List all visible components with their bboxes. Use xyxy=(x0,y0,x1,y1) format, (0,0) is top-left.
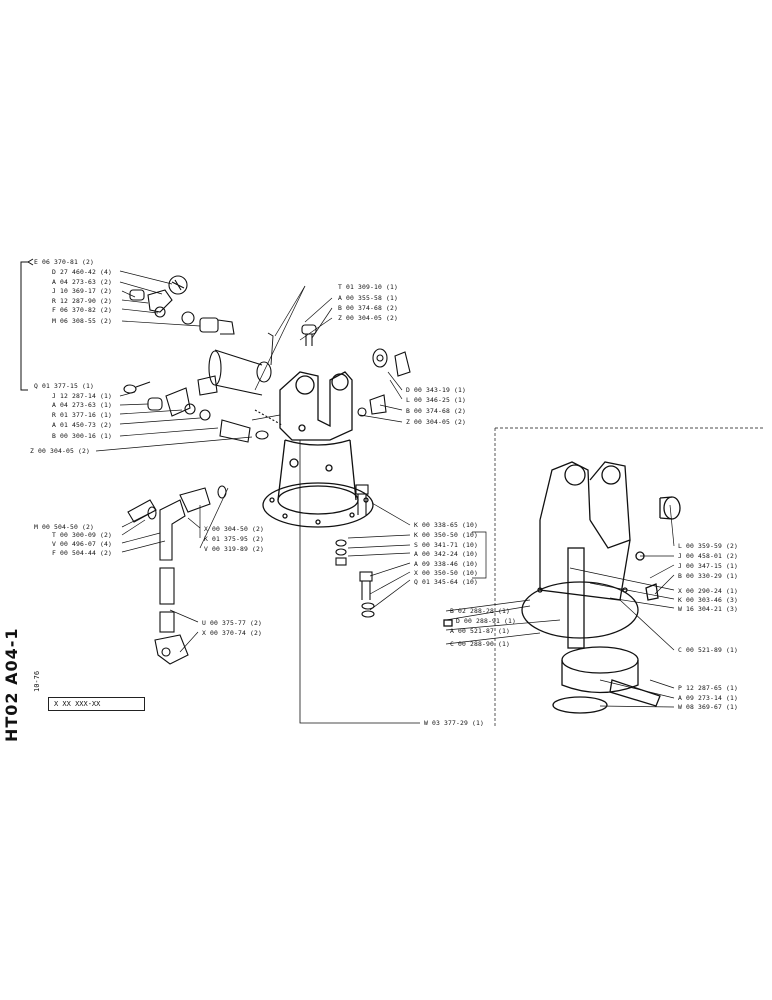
label-d-00-343-19: D 00 343-19 (1) xyxy=(406,386,466,394)
hose-fittings xyxy=(127,485,227,665)
label-j-12-287-14: J 12 287-14 (1) xyxy=(52,392,112,400)
label-e-06-370-81: E 06 370-81 (2) xyxy=(34,258,94,266)
label-a-09-338-46: A 09 338-46 (10) xyxy=(414,560,478,568)
label-a-00-342-24: A 00 342-24 (10) xyxy=(414,550,478,558)
label-f-00-504-44: F 00 504-44 (2) xyxy=(52,549,112,557)
mid-left-parts xyxy=(123,375,281,443)
label-d-27-460-42: D 27 460-42 (4) xyxy=(52,268,112,276)
label-z-00-304-05: Z 00 304-05 (2) xyxy=(30,447,90,455)
label-x-00-370-74: X 00 370-74 (2) xyxy=(202,629,262,637)
left-bracket-lines xyxy=(20,258,34,391)
label-m-06-308-55: M 06 308-55 (2) xyxy=(52,317,112,325)
label-b-00-374-68: B 00 374-68 (2) xyxy=(338,304,398,312)
main-swivel-housing xyxy=(262,371,374,528)
label-t-01-309-10: T 01 309-10 (1) xyxy=(338,283,398,291)
part-number-box: X XX XXX-XX xyxy=(48,697,145,711)
label-w-03-377-29: W 03 377-29 (1) xyxy=(424,719,484,727)
right-swivel-assembly xyxy=(443,461,681,714)
label-u-00-375-77: U 00 375-77 (2) xyxy=(202,619,262,627)
label-k-01-375-95: K 01 375-95 (2) xyxy=(204,535,264,543)
label-a-00-355-58: A 00 355-58 (1) xyxy=(338,294,398,302)
label-s-00-341-71: S 00 341-71 (10) xyxy=(414,541,478,549)
label-a-01-450-73: A 01 450-73 (2) xyxy=(52,421,112,429)
label-x-00-304-50: X 00 304-50 (2) xyxy=(204,525,264,533)
label-r-01-377-16: R 01 377-16 (1) xyxy=(52,411,112,419)
top-center-parts xyxy=(254,324,411,426)
label-a-09-273-14: A 09 273-14 (1) xyxy=(678,694,738,702)
label-m-00-504-50: M 00 504-50 (2) xyxy=(34,523,94,531)
label-l-00-359-59: L 00 359-59 (2) xyxy=(678,542,738,550)
label-z-00-304-05c: Z 00 304-05 (2) xyxy=(406,418,466,426)
label-q-01-377-15: Q 01 377-15 (1) xyxy=(34,382,94,390)
label-a-04-273-63: A 04 273-63 (2) xyxy=(52,278,112,286)
label-c-00-521-89: C 00 521-89 (1) xyxy=(678,646,738,654)
label-k-00-303-46: K 00 303-46 (3) xyxy=(678,596,738,604)
label-w-16-304-21: W 16 304-21 (3) xyxy=(678,605,738,613)
label-j-00-347-15: J 00 347-15 (1) xyxy=(678,562,738,570)
label-z-00-304-05b: Z 00 304-05 (2) xyxy=(338,314,398,322)
bolt-stack xyxy=(335,484,375,618)
label-q-01-345-64: Q 01 345-64 (10) xyxy=(414,578,478,586)
label-a-04-273-63b: A 04 273-63 (1) xyxy=(52,401,112,409)
label-t-00-300-09: T 00 300-09 (2) xyxy=(52,531,112,539)
label-w-08-369-67: W 08 369-67 (1) xyxy=(678,703,738,711)
label-f-06-370-82: F 06 370-82 (2) xyxy=(52,306,112,314)
sheet-code: HT02 A04-1 xyxy=(2,627,21,742)
label-k-00-338-65: K 00 338-65 (10) xyxy=(414,521,478,529)
label-d-00-288-91: D 00 288-91 (1) xyxy=(456,617,516,625)
label-x-00-350-50: X 00 350-50 (10) xyxy=(414,569,478,577)
label-k-00-350-50: K 00 350-50 (10) xyxy=(414,531,478,539)
label-b-00-374-68b: B 00 374-68 (2) xyxy=(406,407,466,415)
label-l-00-346-25: L 00 346-25 (1) xyxy=(406,396,466,404)
dashed-leaders xyxy=(494,427,765,728)
label-j-00-458-01: J 00 458-01 (2) xyxy=(678,552,738,560)
label-b-00-330-29: B 00 330-29 (1) xyxy=(678,572,738,580)
label-a-00-521-87: A 00 521-87 (1) xyxy=(450,627,510,635)
label-r-12-287-90: R 12 287-90 (2) xyxy=(52,297,112,305)
sheet-date: 10-76 xyxy=(33,670,41,692)
label-c-00-288-90: C 00 288-90 (1) xyxy=(450,640,510,648)
top-left-parts xyxy=(129,275,274,396)
label-j-10-369-17: J 10 369-17 (2) xyxy=(52,287,112,295)
label-v-00-496-07: V 00 496-07 (4) xyxy=(52,540,112,548)
label-v-00-319-89: V 00 319-89 (2) xyxy=(204,545,264,553)
label-b-02-288-28: B 02 288-28 (1) xyxy=(450,607,510,615)
label-p-12-287-65: P 12 287-65 (1) xyxy=(678,684,738,692)
label-b-00-300-16: B 00 300-16 (1) xyxy=(52,432,112,440)
main-leader xyxy=(299,440,420,724)
label-x-00-290-24: X 00 290-24 (1) xyxy=(678,587,738,595)
